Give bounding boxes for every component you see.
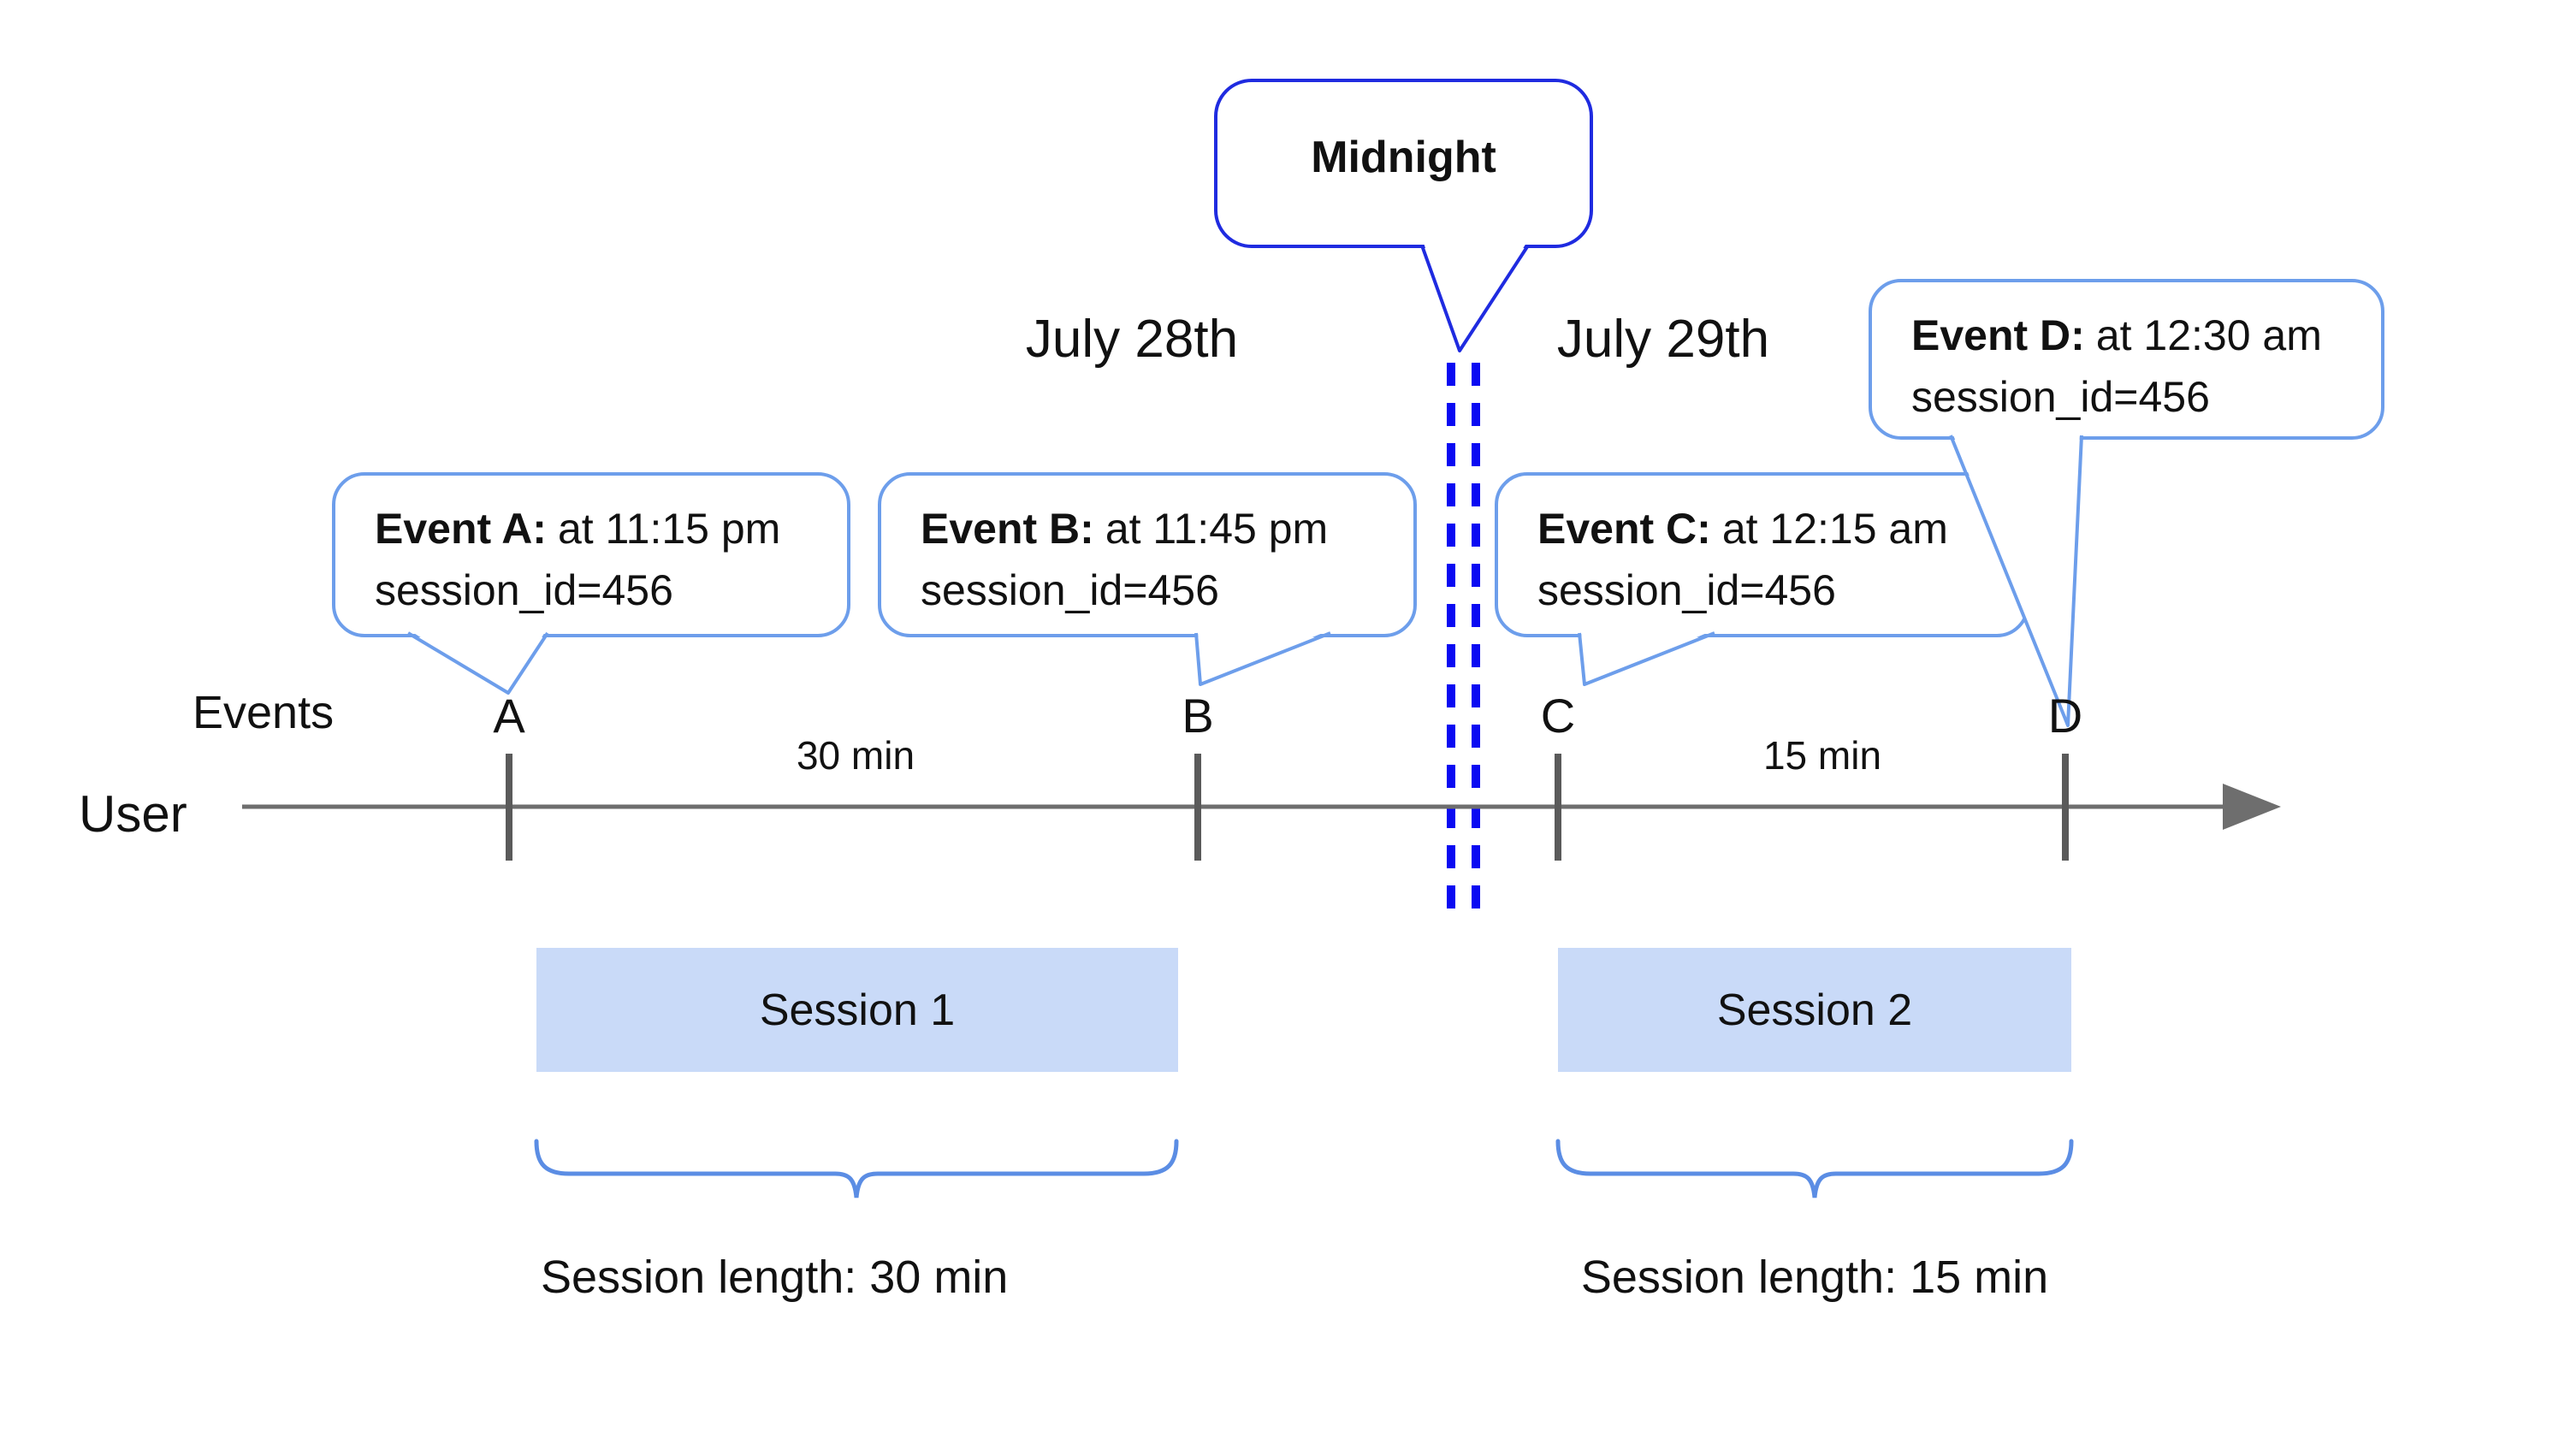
session1-brace [534,1139,1179,1199]
event-d-session-id: session_id=456 [1911,373,2210,421]
event-letter-c: C [1540,689,1576,743]
event-d-time: at 12:30 am [2095,311,2322,359]
event-c-line1: Event C:at 12:15 am [1537,498,2002,559]
event-b-time: at 11:45 pm [1105,505,1329,553]
event-c-bubble: Event C:at 12:15 am session_id=456 [1495,472,2029,637]
session2-brace [1555,1139,2074,1199]
session1-length-label: Session length: 30 min [541,1252,1009,1303]
event-a-line1: Event A:at 11:15 pm [375,498,823,559]
event-a-tail-fill [410,630,546,693]
midnight-tail [1420,244,1530,352]
event-c-session-id: session_id=456 [1537,566,1836,614]
session1-box: Session 1 [536,948,1178,1072]
event-d-label: Event D: [1911,311,2085,359]
event-a-session-id: session_id=456 [375,566,673,614]
date-july-28: July 28th [1025,310,1239,369]
event-b-line1: Event B:at 11:45 pm [921,498,1389,559]
event-b-tail-fill [1198,630,1329,684]
midnight-label: Midnight [1311,133,1496,182]
event-c-label: Event C: [1537,505,1711,553]
event-b-bubble: Event B:at 11:45 pm session_id=456 [878,472,1417,637]
event-d-bubble: Event D:at 12:30 am session_id=456 [1869,279,2384,440]
session2-length-label: Session length: 15 min [1580,1252,2049,1303]
events-row-label: Events [193,687,335,738]
interval-30min: 30 min [796,733,915,778]
event-letter-d: D [2047,689,2083,743]
event-a-tail [406,631,549,695]
user-axis-label: User [79,785,187,843]
event-a-time: at 11:15 pm [557,505,781,553]
event-c-tail-fill [1581,630,1713,684]
session2-box: Session 2 [1558,948,2071,1072]
event-b-session-id: session_id=456 [921,566,1219,614]
event-c-time: at 12:15 am [1721,505,1948,553]
date-july-29: July 29th [1556,310,1770,369]
event-letter-a: A [493,689,525,743]
session1-label: Session 1 [759,985,956,1035]
event-b-label: Event B: [921,505,1094,553]
event-b-tail [1194,631,1331,686]
midnight-tail-fill [1424,243,1526,351]
event-a-bubble: Event A:at 11:15 pm session_id=456 [332,472,850,637]
event-letter-b: B [1182,689,1214,743]
event-a-label: Event A: [375,505,547,553]
event-c-tail [1578,631,1715,686]
midnight-bubble: Midnight [1214,79,1593,248]
interval-15min: 15 min [1762,733,1882,778]
session2-label: Session 2 [1716,985,1913,1035]
event-d-line1: Event D:at 12:30 am [1911,305,2357,366]
timeline-arrowhead-icon [2223,784,2281,830]
